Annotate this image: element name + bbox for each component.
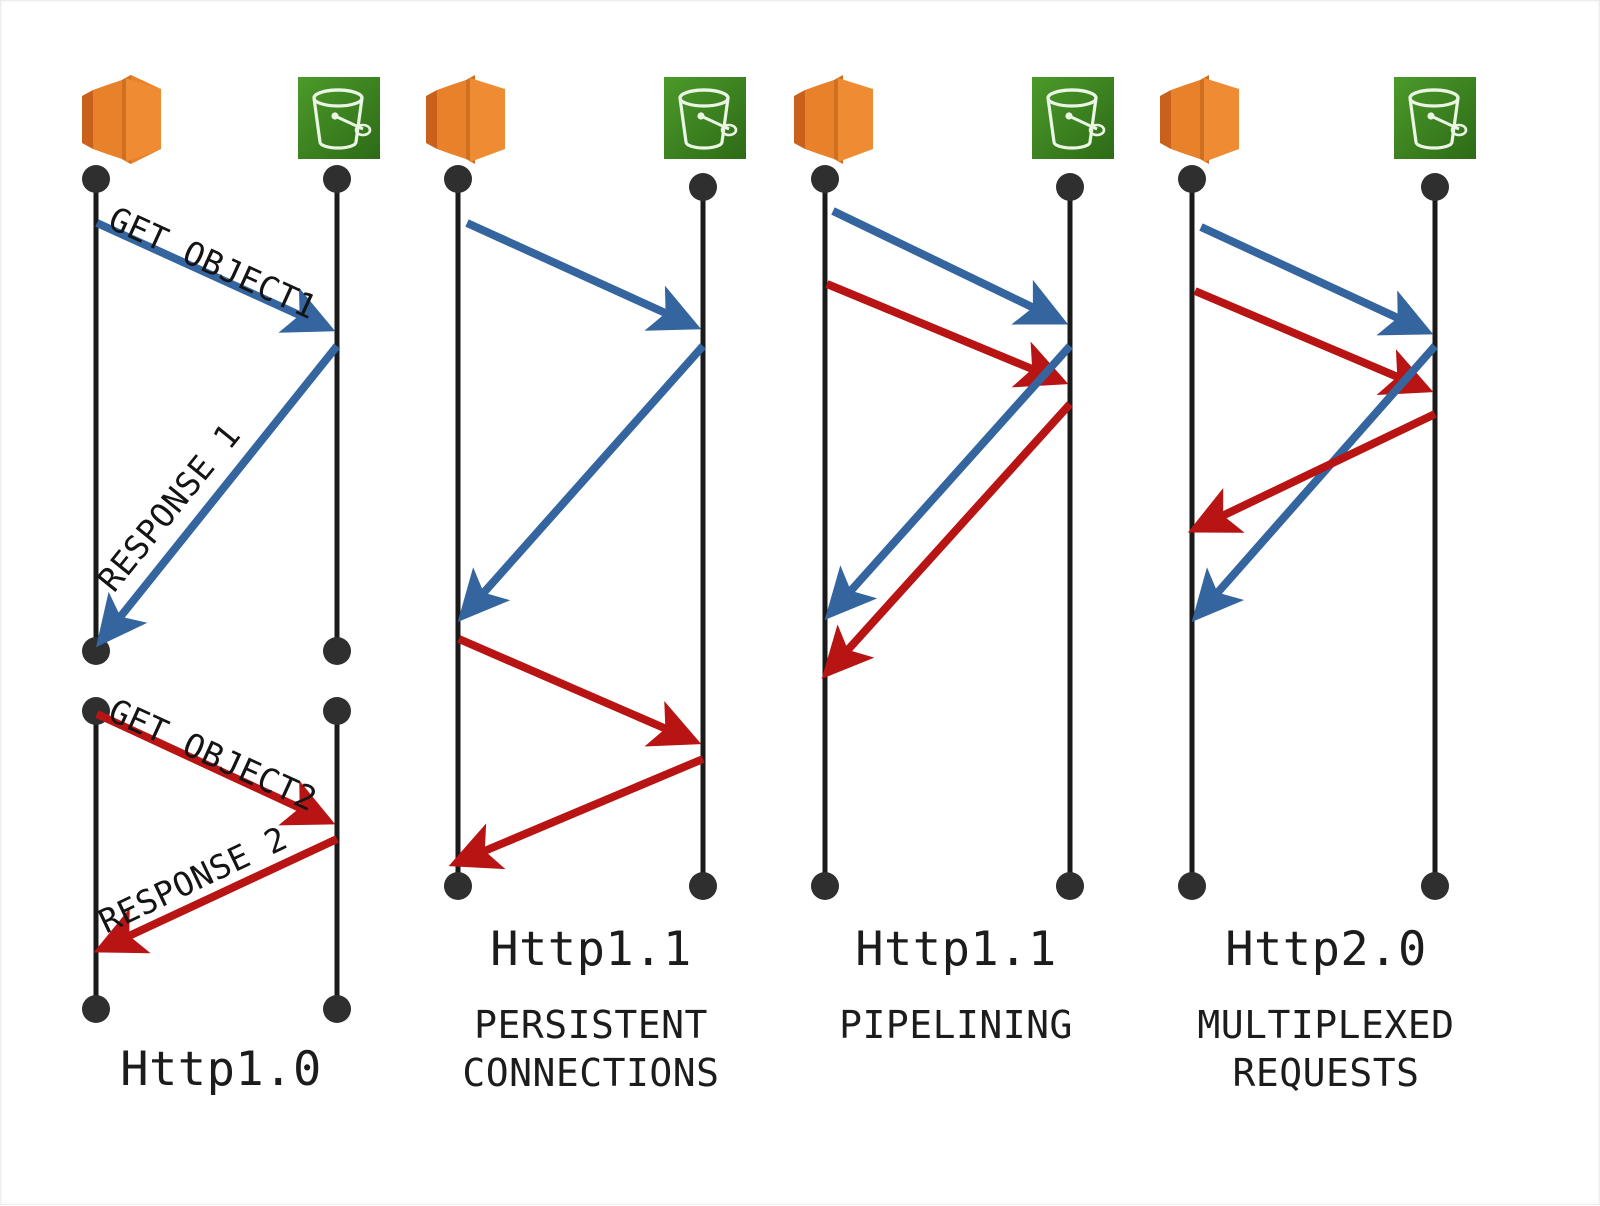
arrow-response-2 (448, 755, 705, 870)
column-title-http20: Http2.0 (1225, 922, 1427, 977)
arrow-response-2 (1191, 343, 1439, 623)
column-subtitle-persistent-line1: PERSISTENT (474, 1003, 708, 1047)
arrow-get-object1 (95, 219, 336, 333)
arrow-request-1 (1199, 223, 1434, 336)
arrow-response-2 (93, 835, 339, 954)
s3-bucket-icon (298, 77, 380, 159)
ec2-compute-icon (794, 75, 873, 164)
column-subtitle-multiplexed-line2: REQUESTS (1232, 1051, 1420, 1095)
column-title-http10: Http1.0 (120, 1042, 322, 1097)
arrow-request-1 (465, 219, 702, 331)
column-http10-arrows (93, 219, 341, 954)
column-http11-persistent-lifelines (444, 165, 717, 900)
column-http11-pipelining-arrows (821, 207, 1073, 679)
s3-bucket-icon (664, 77, 746, 159)
arrow-request-2 (825, 280, 1069, 388)
arrow-response-2 (821, 401, 1073, 679)
s3-bucket-icon (1394, 77, 1476, 159)
column-subtitle-multiplexed-line1: MULTIPLEXED (1197, 1003, 1455, 1047)
arrow-response-1 (1187, 410, 1437, 533)
ec2-compute-icon (426, 75, 505, 164)
arrow-response-1 (824, 343, 1073, 620)
arrow-get-object2 (95, 710, 336, 826)
column-title-http11-persistent: Http1.1 (490, 922, 692, 977)
column-http20-multiplexed-arrows (1187, 223, 1439, 623)
column-subtitle-persistent-line2: CONNECTIONS (462, 1051, 720, 1095)
arrow-request-2 (457, 635, 702, 747)
column-http11-persistent-arrows (448, 219, 706, 870)
arrow-response-1 (457, 343, 706, 622)
column-http10-lifelines (82, 165, 351, 1023)
ec2-compute-icon (1160, 75, 1239, 164)
arrow-request-1 (831, 207, 1069, 325)
arrow-request-2 (1193, 287, 1434, 395)
arrow-response-1 (96, 343, 341, 648)
column-title-http11-pipelining: Http1.1 (855, 922, 1057, 977)
column-http11-pipelining-lifelines (811, 165, 1084, 900)
column-subtitle-pipelining-line1: PIPELINING (839, 1003, 1073, 1047)
ec2-compute-icon (82, 75, 161, 164)
s3-bucket-icon (1032, 77, 1114, 159)
